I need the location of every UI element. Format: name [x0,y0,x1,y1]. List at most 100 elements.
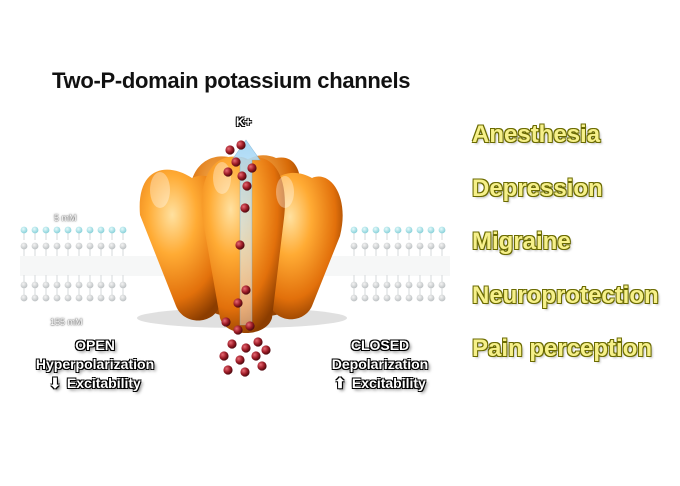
lipid-head [42,242,50,250]
potassium-ion [235,240,245,250]
lipid-head [119,281,127,289]
lipid-head [427,242,435,250]
lipid-head [383,226,391,234]
potassium-ion [223,167,233,177]
lipid-head [405,226,413,234]
potassium-ion [233,298,243,308]
potassium-ion [241,343,251,353]
lipid-head [427,294,435,302]
lipid-head [372,242,380,250]
lipid-head [438,281,446,289]
closed-state-panel: CLOSED Depolarization ⬆Excitability [320,336,440,393]
potassium-ion [235,355,245,365]
lipid-head [75,281,83,289]
lipid-head [372,294,380,302]
lipid-head [416,294,424,302]
lipid-head [416,226,424,234]
lipid-head [108,226,116,234]
lipid-head [394,226,402,234]
lipid-head [42,281,50,289]
lipid-head [20,242,28,250]
potassium-ion [245,321,255,331]
lipid-head [86,294,94,302]
lipid-head [42,294,50,302]
lipid-head [119,242,127,250]
potassium-ion [236,140,246,150]
lipid-head [31,294,39,302]
lipid-head [383,294,391,302]
lipid-head [53,281,61,289]
role-neuroprotection: Neuroprotection [472,281,659,309]
potassium-ion [253,337,263,347]
potassium-ion [231,157,241,167]
lipid-head [31,226,39,234]
lipid-head [31,242,39,250]
page-title: Two-P-domain potassium channels [52,68,411,93]
lipid-head [64,294,72,302]
potassium-ion [227,339,237,349]
arrow-up-icon: ⬆ [334,375,346,391]
open-state-panel: OPEN Hyperpolarization ⬇Excitability [20,336,170,393]
lipid-head [350,294,358,302]
lipid-head [427,281,435,289]
extracellular-concentration: 5 mM [54,213,77,223]
lipid-head [20,294,28,302]
lipid-head [361,281,369,289]
lipid-head [75,242,83,250]
lipid-head [350,281,358,289]
lipid-head [427,226,435,234]
lipid-head [416,242,424,250]
potassium-ion [261,345,271,355]
lipid-head [405,294,413,302]
potassium-ion [241,285,251,295]
open-state-excitability: ⬇Excitability [49,375,141,391]
intracellular-concentration: 155 mM [50,317,83,327]
lipid-head [394,294,402,302]
lipid-head [119,294,127,302]
lipid-head [86,281,94,289]
lipid-head [383,281,391,289]
potassium-ion [225,145,235,155]
lipid-head [108,281,116,289]
lipid-head [394,281,402,289]
lipid-head [438,242,446,250]
role-pain-perception: Pain perception [472,335,653,362]
role-migraine: Migraine [472,228,571,255]
lipid-head [97,242,105,250]
lipid-head [20,226,28,234]
lipid-head [97,294,105,302]
lipid-head [64,281,72,289]
lipid-head [64,242,72,250]
lipid-head [361,294,369,302]
physiological-roles-list: Anesthesia Depression Migraine Neuroprot… [472,118,659,386]
potassium-ion [233,325,243,335]
open-state-effect: Hyperpolarization [35,356,155,372]
lipid-head [97,281,105,289]
potassium-ion [251,351,261,361]
lipid-head [20,281,28,289]
lipid-head [86,226,94,234]
potassium-ion [237,171,247,181]
lipid-head [405,281,413,289]
lipid-head [372,226,380,234]
potassium-ion [242,181,252,191]
lipid-head [361,226,369,234]
lipid-head [75,226,83,234]
potassium-ion [219,351,229,361]
lipid-head [350,242,358,250]
lipid-head [108,294,116,302]
lipid-head [438,226,446,234]
lipid-head [97,226,105,234]
potassium-ion-label: K+ [236,115,252,129]
lipid-head [53,226,61,234]
lipid-head [361,242,369,250]
lipid-head [350,226,358,234]
lipid-head [394,242,402,250]
lipid-head [405,242,413,250]
potassium-ion [221,317,231,327]
potassium-ion [240,203,250,213]
lipid-head [53,242,61,250]
role-anesthesia: Anesthesia [472,121,601,148]
potassium-ions [219,140,271,377]
